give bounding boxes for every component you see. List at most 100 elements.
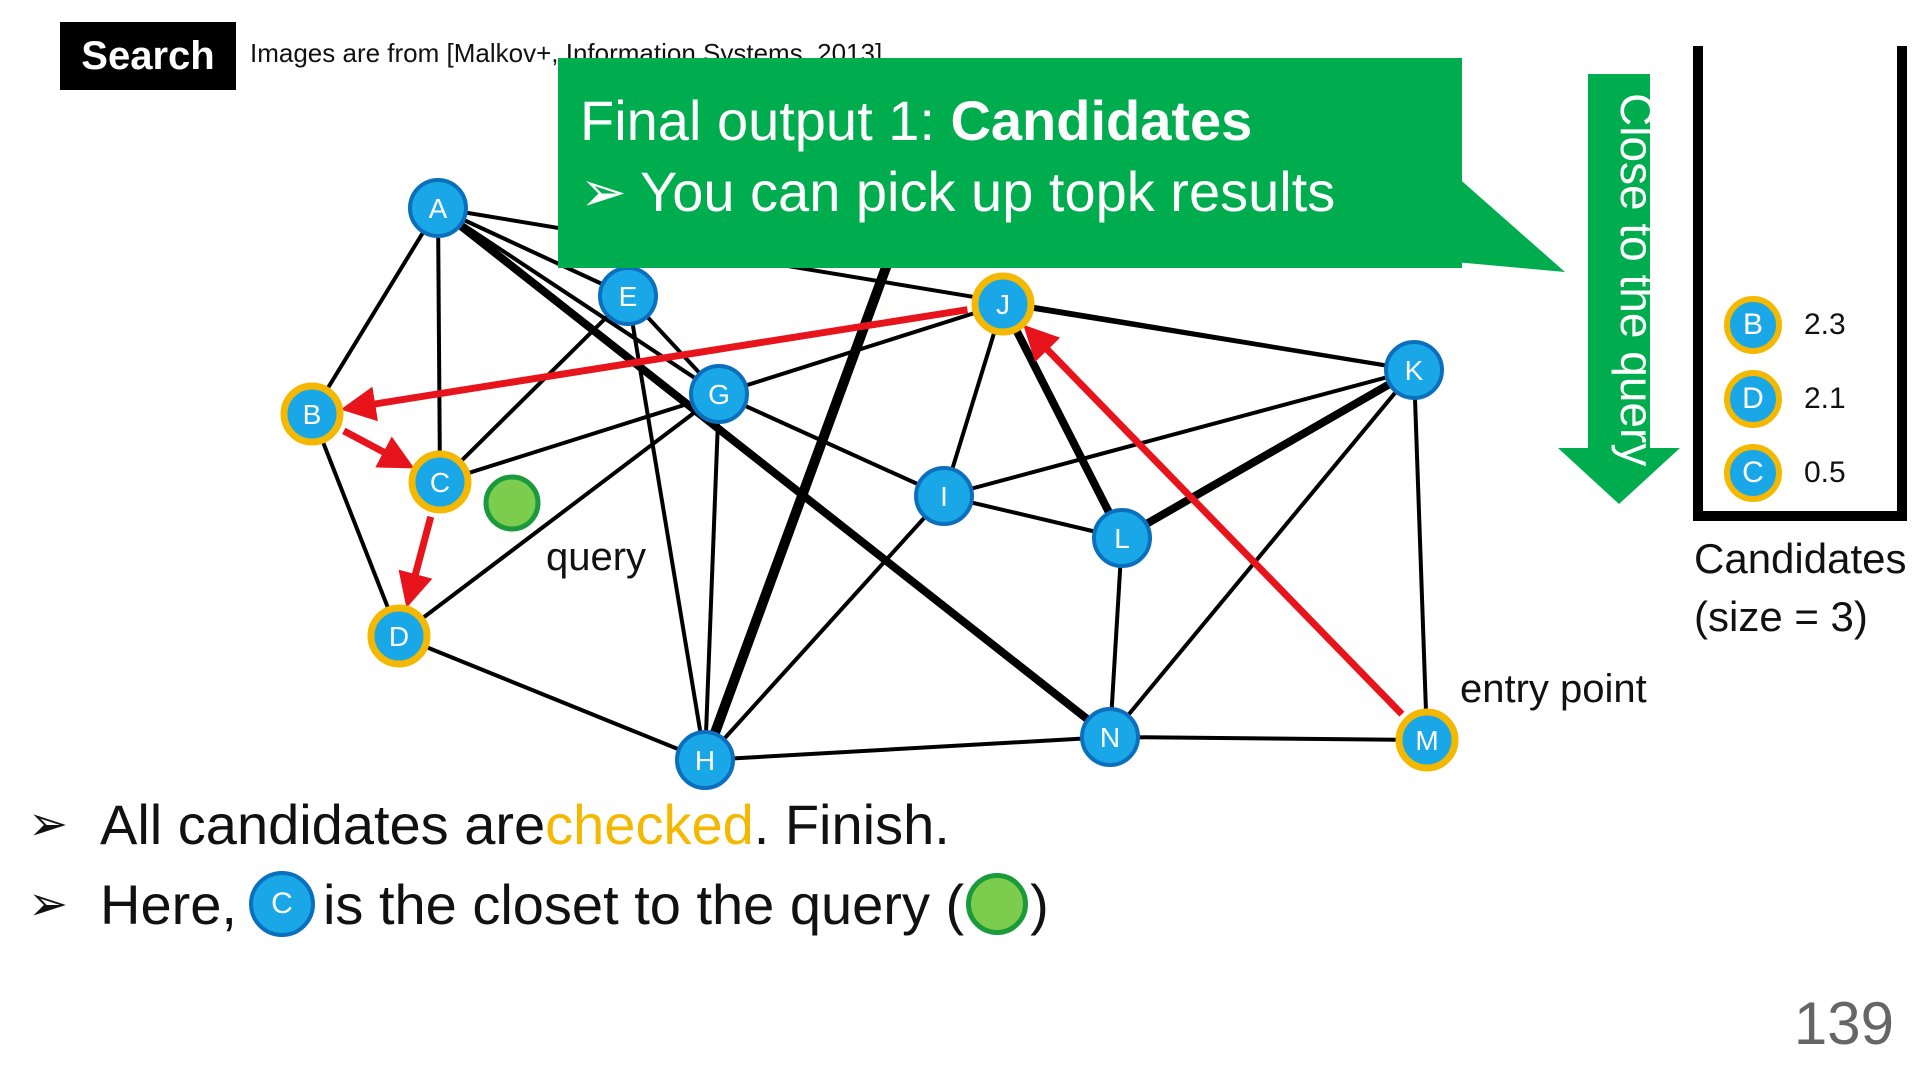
bullet-arrow-icon: ➢ [28,878,69,931]
bullet-arrow-icon: ➢ [28,798,69,851]
node-circle [1092,508,1152,568]
candidate-entry: D 2.1 [1724,370,1846,428]
graph-edge [310,413,401,637]
candidate-node-icon: D [1724,370,1782,428]
bullet-text-middle: is the closet to the query ( [322,872,965,936]
bullet-text: All candidates are [100,792,546,856]
node-label: J [996,289,1010,320]
callout-pointer [1455,175,1565,272]
candidate-entry: C 0.5 [1724,444,1846,502]
node-label: I [940,481,948,512]
search-path-arrow [398,515,435,608]
graph-node: L [1092,508,1152,568]
graph-node: J [971,272,1035,336]
node-label: K [1405,355,1424,386]
node-circle [914,466,974,526]
graph-edge [942,303,1005,497]
node-circle [280,382,344,446]
graph-edge [397,392,721,638]
node-label: N [1100,722,1120,753]
candidates-caption-title: Candidates [1694,535,1907,582]
graph-node: M [1395,708,1459,772]
graph-edge [943,368,1415,498]
graph-node: K [1384,340,1444,400]
graph-edge [398,634,706,762]
node-circle [408,450,472,514]
page-number: 139 [1793,990,1894,1057]
bullet-text-end: . Finish. [753,792,950,856]
graph-edge [1109,735,1428,742]
graph-edge-bold [1120,366,1416,542]
graph-edge [704,735,1111,762]
inline-node-icon: C [248,871,315,937]
search-path-arrow [1023,324,1405,717]
graph-node: G [689,364,749,424]
candidate-node-icon: C [1724,444,1782,502]
bullet-text-end: ) [1030,872,1049,936]
graph-edge [1108,537,1124,738]
graph-node: B [280,382,344,446]
entry-point-label: entry point [1460,667,1647,711]
callout-title-prefix: Final output 1: [580,89,951,152]
node-circle [598,266,658,326]
node-label: B [303,399,322,430]
graph-edge [310,206,440,416]
candidate-distance: 0.5 [1804,456,1846,489]
graph-node: D [367,604,431,668]
graph-node: E [598,266,658,326]
candidate-distance: 2.1 [1804,382,1846,415]
node-circle [689,364,749,424]
candidates-caption-size: (size = 3) [1694,593,1868,640]
node-circle [971,272,1035,336]
node-circle [675,730,735,790]
graph-edge [439,392,720,484]
node-circle [1080,707,1140,767]
node-label: H [695,745,715,776]
node-label: G [708,379,730,410]
bullet-list: ➢ All candidates are checked. Finish. ➢ … [28,784,1049,944]
direction-label: Close to the query [1611,93,1663,467]
node-label: M [1415,725,1438,756]
final-output-callout: Final output 1: Candidates ➢You can pick… [558,58,1462,268]
callout-bullet-icon: ➢ [580,160,627,223]
graph-edge [943,494,1123,540]
graph-node: A [408,178,468,238]
node-label: D [389,621,409,652]
graph-edge [703,494,946,762]
graph-edge-bold [435,204,1113,741]
graph-edge-bold [700,260,893,762]
node-label: A [429,193,448,224]
graph-node: C [408,450,472,514]
query-label: query [546,535,646,579]
section-label: Search [60,22,236,90]
callout-title-bold: Candidates [950,89,1253,152]
highlight-checked: checked [545,792,754,856]
callout-bullet-text: You can pick up topk results [640,160,1336,223]
graph-node: I [914,466,974,526]
search-path-arrow [340,306,968,422]
graph-edge [718,392,945,498]
node-label: C [430,467,450,498]
graph-edge [1108,368,1416,739]
graph-edge [703,393,721,761]
graph-edge [437,206,629,298]
bullet-finish: ➢ All candidates are checked. Finish. [28,784,1049,864]
node-label: L [1114,523,1130,554]
node-circle [408,178,468,238]
candidate-entry: B 2.3 [1724,296,1846,354]
candidates-caption: Candidates (size = 3) [1694,530,1906,646]
graph-edge [1412,369,1429,741]
graph-edge [626,295,707,761]
candidates-container [1693,46,1907,521]
candidate-distance: 2.3 [1804,308,1846,341]
inline-query-icon [966,873,1029,935]
bullet-text: Here, [100,872,237,936]
graph-edge [438,294,630,484]
direction-arrow [1558,74,1680,504]
search-path-arrow [342,427,415,469]
node-circle [367,604,431,668]
query-point [483,474,541,532]
graph-edge [436,206,721,396]
